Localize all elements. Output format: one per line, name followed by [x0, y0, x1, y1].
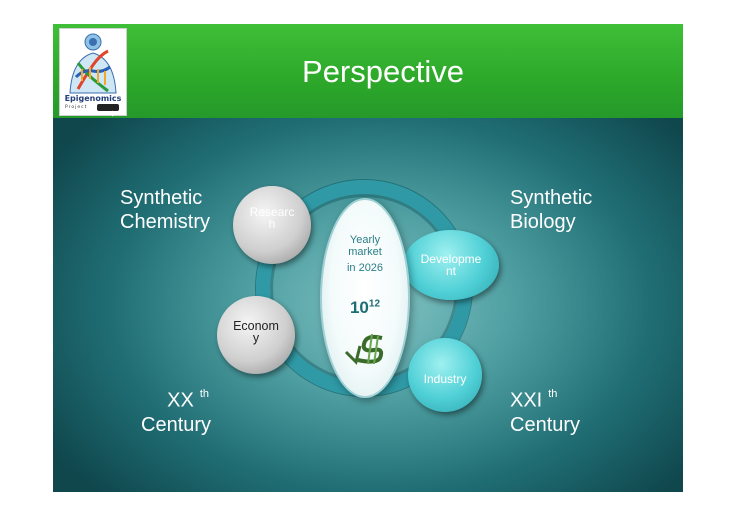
center-text: Yearly [349, 234, 381, 246]
label-xx-century: XX th Century [141, 384, 211, 437]
center-market-label: Yearly market [322, 234, 408, 258]
bubble-text: h [268, 217, 276, 231]
center-year: in 2026 [346, 262, 384, 274]
epigenomics-logo: Epigenomics Project [59, 28, 127, 117]
dna-person-logo-icon [69, 33, 117, 94]
center-value-exponent: 12 [368, 298, 381, 310]
label-line: Chemistry [120, 211, 211, 233]
bubble-text: Researc [249, 205, 295, 219]
logo-arrow-badge [97, 104, 119, 117]
bubble-text: Developme [420, 252, 482, 266]
label-superscript: th [199, 388, 210, 400]
center-text: market [348, 246, 382, 258]
bubble-text: y [252, 331, 260, 345]
label-xxi-century: XXI th Century [510, 384, 580, 437]
slide-title: Perspective [302, 54, 464, 89]
dollar-sign-icon [344, 333, 384, 365]
label-line: XXI [510, 389, 543, 412]
label-line: Century [510, 413, 581, 436]
center-value: 1012 [322, 298, 408, 318]
center-value-base: 10 [349, 298, 369, 317]
arrow-icon [100, 110, 116, 117]
slide: Epigenomics Project Perspective Syntheti… [53, 24, 683, 492]
label-line: Biology [510, 211, 576, 233]
bubble-text: nt [445, 264, 456, 278]
header-bar: Epigenomics Project Perspective [53, 24, 683, 118]
label-superscript: th [548, 388, 558, 400]
center-oval: Yearly market in 2026 1012 [320, 198, 410, 398]
label-line: XX [167, 389, 194, 412]
label-line: Synthetic [510, 187, 593, 209]
bubble-industry: Industry [408, 338, 482, 412]
bubble-text: Econom [233, 319, 279, 333]
logo-sub: Project [65, 105, 88, 110]
label-synthetic-biology: Synthetic Biology [510, 186, 592, 234]
label-line: Synthetic [120, 187, 203, 209]
label-synthetic-chemistry: Synthetic Chemistry [120, 186, 210, 234]
bubble-text: Industry [423, 372, 467, 386]
logo-name: Epigenomics [64, 94, 122, 103]
label-line: Century [141, 413, 212, 436]
